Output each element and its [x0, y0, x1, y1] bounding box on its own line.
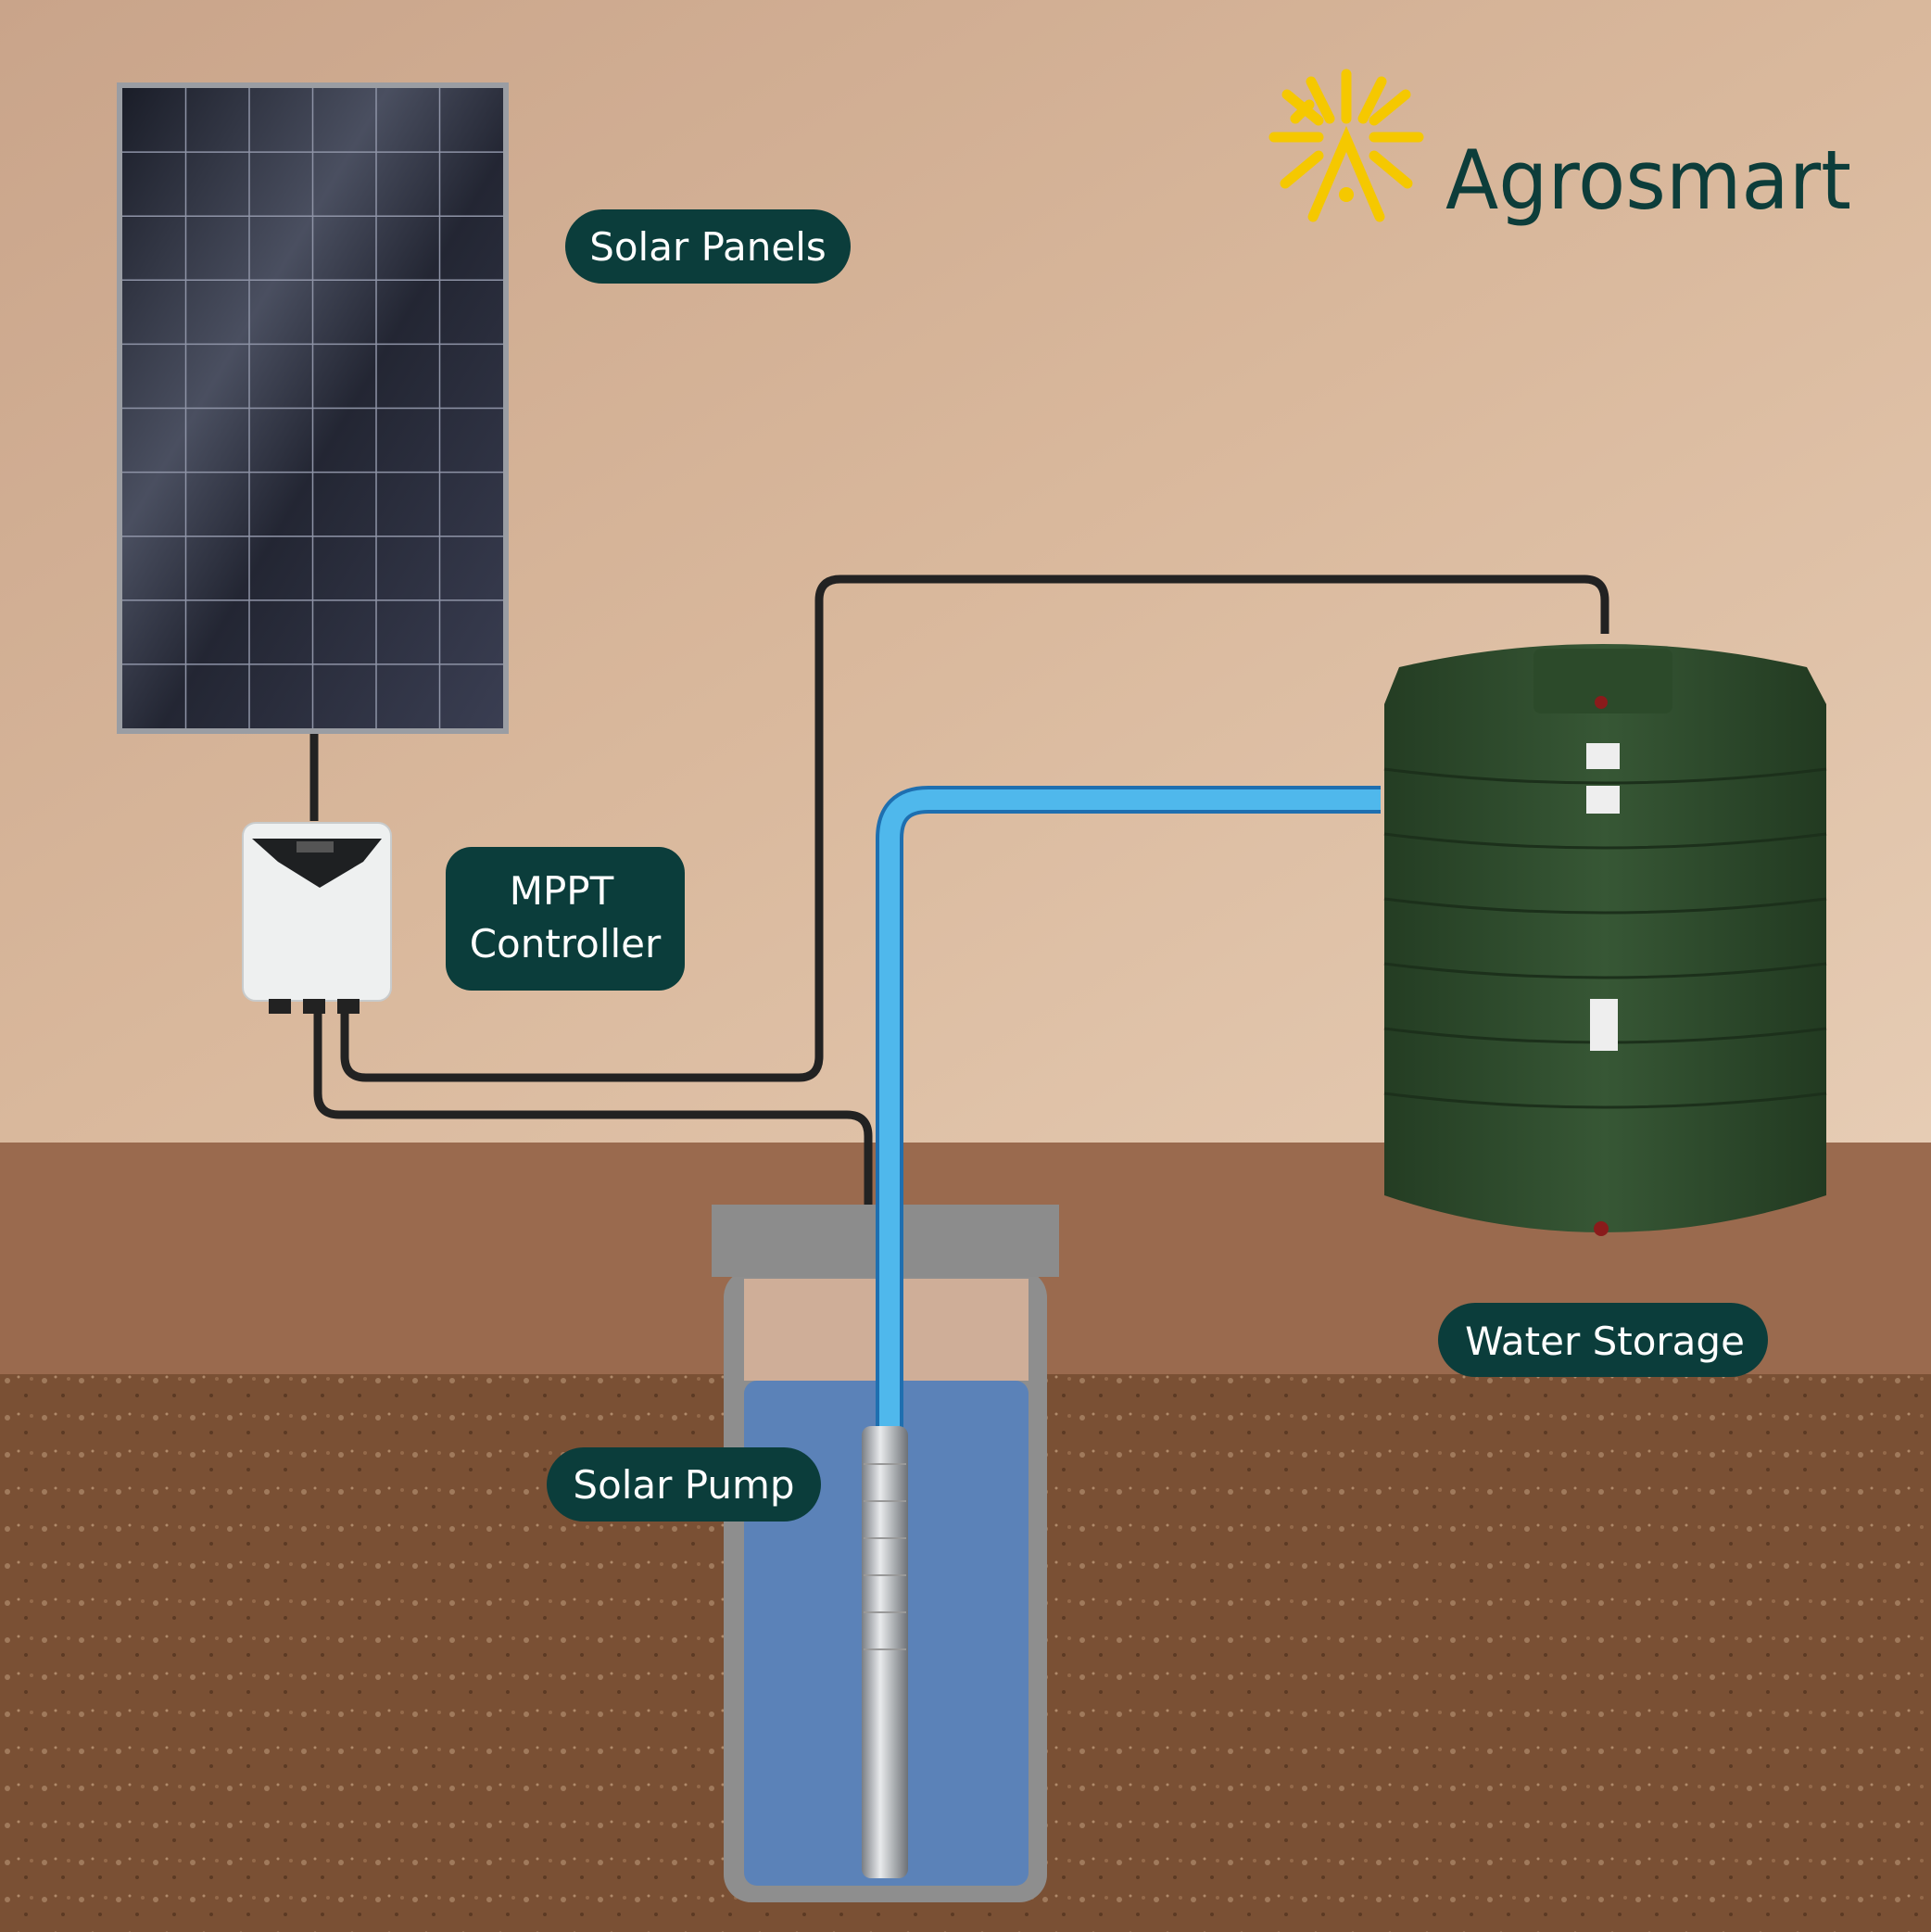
label-solar-pump: Solar Pump: [547, 1447, 821, 1522]
controller-to-pump-cable: [313, 1004, 873, 1429]
water-storage-tank: [1383, 644, 1827, 1236]
power-cables: [309, 575, 1609, 1429]
label-text: Water Storage: [1465, 1319, 1745, 1364]
solar-pump: [862, 1426, 908, 1878]
label-water-storage: Water Storage: [1438, 1303, 1768, 1377]
brand-name: Agrosmart: [1445, 133, 1851, 228]
controller-to-tank-sensor-cable: [340, 575, 1609, 1082]
label-mppt-controller: MPPT Controller: [446, 847, 685, 991]
label-solar-panels: Solar Panels: [565, 209, 851, 284]
sun-icon: [1268, 69, 1424, 222]
label-text: Solar Panels: [589, 224, 827, 270]
brand-logo: Agrosmart: [1268, 69, 1851, 228]
solar-panel: [117, 82, 509, 734]
label-text: Solar Pump: [573, 1462, 794, 1508]
label-text-line1: MPPT: [510, 868, 614, 914]
mppt-controller: [242, 822, 392, 1014]
label-text-line2: Controller: [470, 921, 662, 966]
